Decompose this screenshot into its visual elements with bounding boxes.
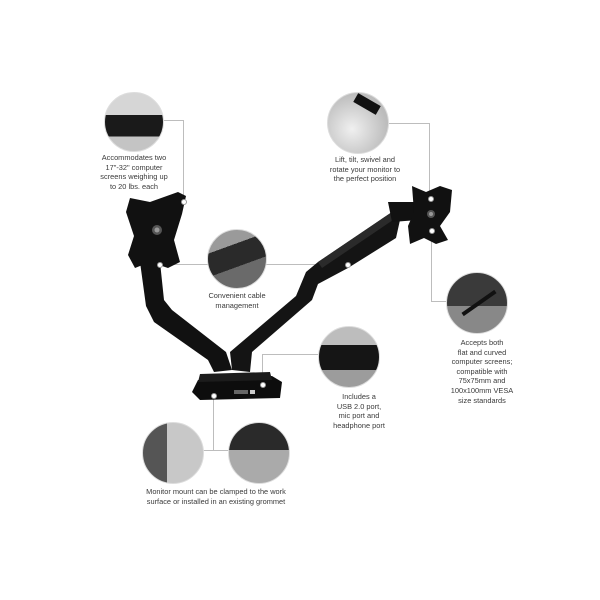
callout-dot-cable-right [345, 262, 351, 268]
connector-line-ports-h [262, 354, 318, 355]
connector-line-cable-right [265, 264, 347, 265]
connector-line-screens-v [183, 120, 184, 202]
callout-dot-mount [211, 393, 217, 399]
photo-curved-screens [446, 272, 508, 334]
connector-line-vesa-v [431, 230, 432, 302]
caption-screens: Accommodates two 17"-32" computer screen… [100, 153, 168, 191]
connector-line-adjust [386, 123, 430, 124]
callout-dot-ports [260, 382, 266, 388]
connector-line-mount-v [213, 396, 214, 451]
connector-line-cable-left [160, 264, 208, 265]
caption-mount: Monitor mount can be clamped to the work… [146, 487, 286, 506]
caption-ports: Includes a USB 2.0 port, mic port and he… [333, 392, 385, 430]
callout-dot-screens [181, 199, 187, 205]
connector-line-ports-v [262, 354, 263, 382]
connector-line-adjust-v [429, 123, 430, 198]
photo-dual-screens [104, 92, 164, 152]
connector-line-mount-h [200, 450, 230, 451]
left-vesa-plate [126, 192, 186, 268]
connector-line-vesa-h [431, 301, 447, 302]
right-vesa-plate [408, 186, 452, 244]
caption-vesa: Accepts both flat and curved computer sc… [450, 338, 514, 405]
photo-cable-management [207, 229, 267, 289]
connector-line-screens [160, 120, 184, 121]
callout-dot-adjust [428, 196, 434, 202]
photo-grommet [228, 422, 290, 484]
callout-dot-vesa [429, 228, 435, 234]
photo-ports [318, 326, 380, 388]
caption-adjust: Lift, tilt, swivel and rotate your monit… [329, 155, 401, 184]
caption-cable: Convenient cable management [208, 291, 266, 310]
photo-clamp [142, 422, 204, 484]
photo-lift-tilt [327, 92, 389, 154]
callout-dot-cable [157, 262, 163, 268]
